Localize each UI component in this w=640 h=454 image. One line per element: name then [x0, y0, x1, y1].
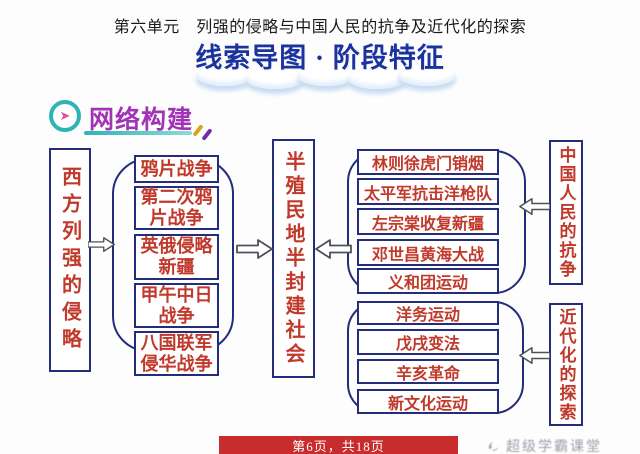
cloud-shape: [348, 68, 406, 89]
event-box: 戊戌变法: [357, 329, 499, 355]
cloud-shape: [297, 65, 355, 86]
event-box: 八国联军侵华战争: [134, 331, 219, 376]
arrow-invasion-to-center-icon: [236, 239, 273, 259]
category-western-invasion: 西方列强的侵略: [49, 148, 91, 372]
watermark: 超级学霸课堂: [487, 436, 602, 454]
event-box: 鸦片战争: [134, 155, 219, 183]
event-box: 左宗棠收复新疆: [357, 208, 499, 235]
page-title: 线索导图 · 阶段特征: [195, 43, 445, 73]
watermark-logo-icon: [488, 442, 500, 451]
event-box: 甲午中日战争: [134, 283, 219, 328]
arrow-glyph: ➤: [59, 108, 71, 124]
slash-decoration: [201, 128, 213, 141]
cloud-shape: [246, 68, 304, 89]
arrow-modernization-category-icon: [519, 346, 550, 365]
slash-decoration: [192, 124, 204, 137]
category-semi-colonial-society: 半殖民地半封建社会: [272, 139, 315, 378]
event-box: 辛亥革命: [357, 359, 499, 384]
cloud-decoration: [196, 63, 456, 89]
event-box: 林则徐虎门销烟: [357, 149, 499, 175]
event-box: 洋务运动: [357, 301, 499, 325]
arrow-west-to-invasion-icon: [88, 237, 115, 252]
category-chinese-resistance: 中国人民的抗争: [549, 140, 583, 285]
arrow-resistance-to-center-icon: [315, 239, 352, 259]
arrow-resistance-category-icon: [519, 197, 550, 216]
underline-decoration: [84, 131, 192, 135]
event-box: 义和团运动: [357, 268, 499, 294]
cloud-shape: [196, 65, 254, 86]
circle-arrow-icon: ➤: [49, 100, 81, 132]
event-box: 新文化运动: [357, 389, 499, 414]
unit-title: 第六单元 列强的侵略与中国人民的抗争及近代化的探索: [113, 19, 527, 36]
watermark-text: 超级学霸课堂: [506, 438, 602, 454]
section-label: 网络构建: [89, 106, 194, 134]
event-box: 英俄侵略新疆: [134, 234, 219, 280]
page-indicator: 第6页，共18页: [219, 436, 458, 454]
event-box: 太平军抗击洋枪队: [357, 178, 499, 205]
category-modernization: 近代化的探索: [549, 303, 583, 426]
event-box: 邓世昌黄海大战: [357, 239, 499, 266]
event-box: 第二次鸦片战争: [134, 186, 219, 230]
cloud-shape: [398, 65, 456, 86]
